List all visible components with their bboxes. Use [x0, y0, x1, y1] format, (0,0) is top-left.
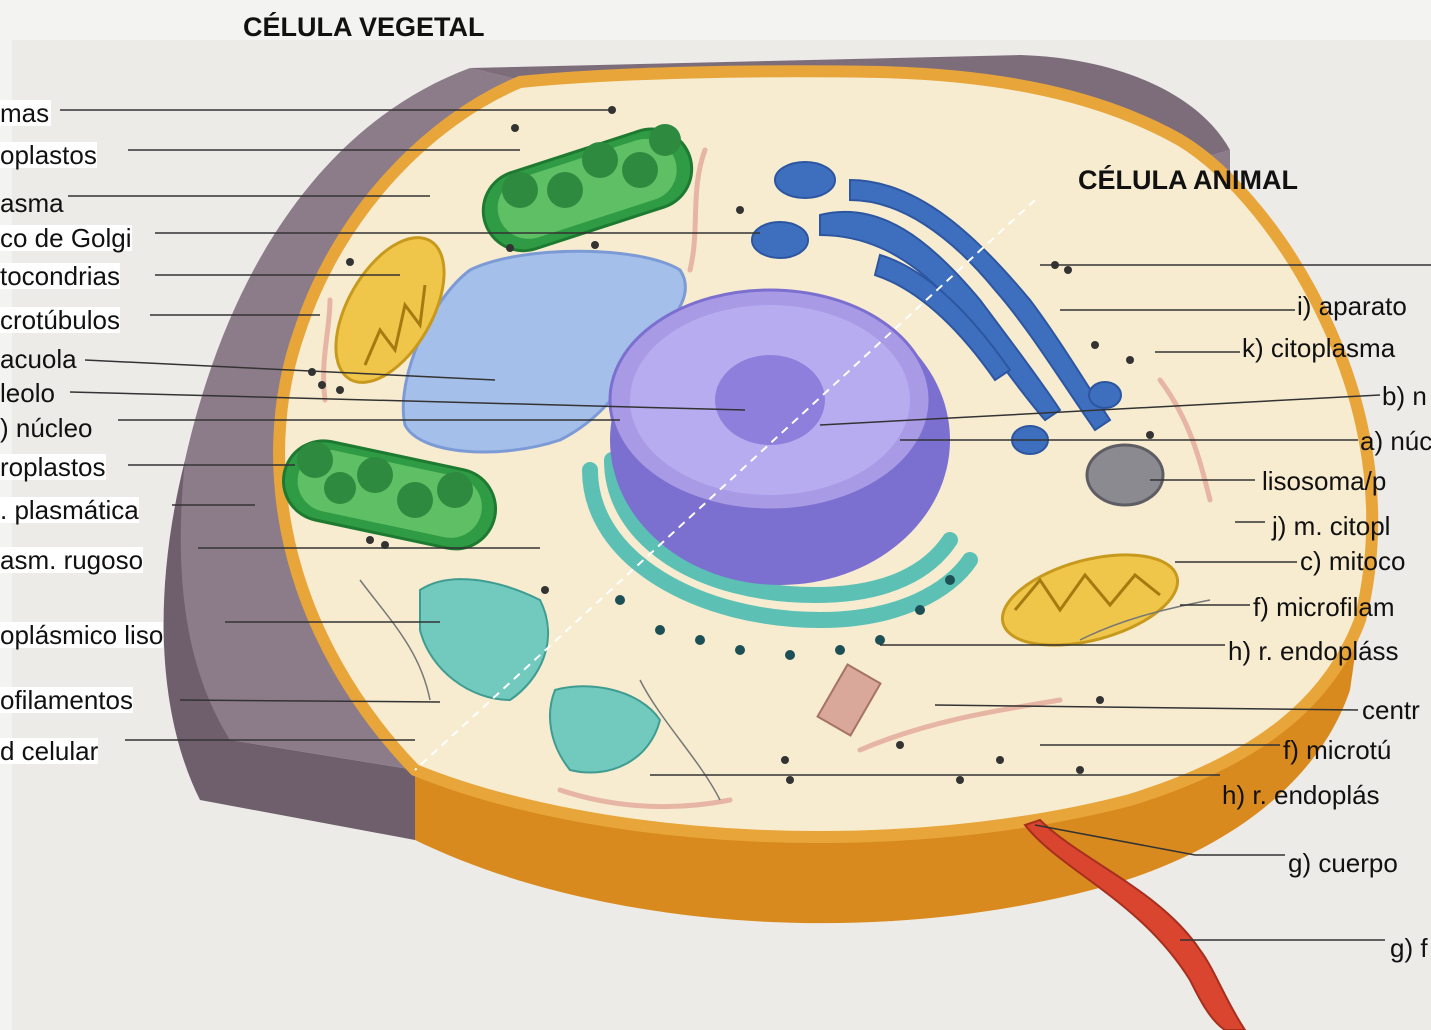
right-label-citoplasma: k) citoplasma — [1242, 335, 1395, 361]
right-label-centriolo: centr — [1362, 697, 1420, 723]
left-label-ribosomas: mas — [0, 100, 51, 126]
left-label-citoplasma: asma — [0, 190, 64, 216]
left-label-vacuola: acuola — [0, 346, 77, 372]
right-label-nucleo: a) núcl — [1360, 428, 1431, 454]
left-label-mitocondrias: tocondrias — [0, 263, 120, 289]
lysosome — [1087, 445, 1163, 505]
left-label-microfilamentos: ofilamentos — [0, 687, 133, 713]
left-label-nucleolo: leolo — [0, 380, 55, 406]
plant-cell-title: CÉLULA VEGETAL — [243, 12, 485, 43]
right-label-nucleolo: b) n — [1382, 383, 1427, 409]
left-label-cloroplastos-top: oplastos — [0, 142, 97, 168]
right-label-microtubulos: f) microtú — [1283, 737, 1391, 763]
left-label-microtubulos: crotúbulos — [0, 307, 120, 333]
left-label-golgi: co de Golgi — [0, 225, 132, 251]
animal-cell-title: CÉLULA ANIMAL — [1078, 165, 1298, 196]
right-label-mitocondria: c) mitoco — [1300, 548, 1405, 574]
left-label-r-endoplasm-rugoso: asm. rugoso — [0, 547, 143, 573]
right-label-lisosoma: lisosoma/p — [1262, 468, 1386, 494]
right-label-flagelo: g) f — [1390, 935, 1428, 961]
left-label-nucleo: ) núcleo — [0, 415, 93, 441]
right-label-aparato-golgi: i) aparato — [1297, 293, 1407, 319]
right-label-microfilamentos: f) microfilam — [1253, 594, 1395, 620]
left-label-m-plasmatica: . plasmática — [0, 497, 139, 523]
right-label-r-endoplasmico-liso: h) r. endoplás — [1222, 782, 1380, 808]
left-label-cloroplastos-bottom: roplastos — [0, 454, 106, 480]
nucleolus — [715, 355, 825, 445]
left-label-r-endoplasmico-liso: oplásmico liso — [0, 622, 163, 648]
right-label-cuerpo-basal: g) cuerpo — [1288, 850, 1398, 876]
right-label-r-endoplasmico-rugoso: h) r. endopláss — [1228, 638, 1399, 664]
right-label-m-citoplasmatica: j) m. citopl — [1272, 513, 1390, 539]
left-label-pared-celular: d celular — [0, 738, 98, 764]
